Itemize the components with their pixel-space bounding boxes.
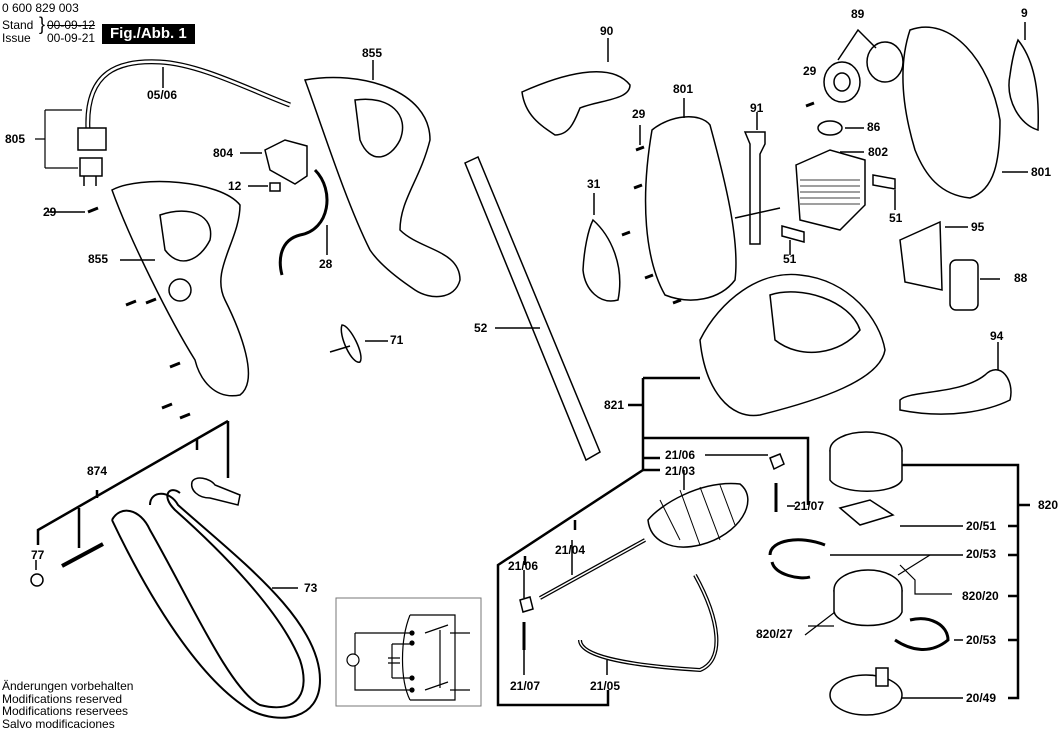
part-label-820: 820 bbox=[1038, 498, 1059, 512]
footer-notes: Änderungen vorbehalten Modifications res… bbox=[2, 680, 133, 730]
part-label-28: 28 bbox=[319, 257, 333, 271]
part-label-21-03: 21/03 bbox=[665, 464, 696, 478]
part-label-21-05: 21/05 bbox=[590, 679, 621, 693]
part-label-86: 86 bbox=[867, 120, 881, 134]
part-label-71: 71 bbox=[390, 333, 404, 347]
window-panel bbox=[582, 218, 621, 302]
part-label-29: 29 bbox=[803, 64, 817, 78]
pin bbox=[61, 542, 104, 568]
power-cable bbox=[85, 59, 291, 131]
part-label-821: 821 bbox=[604, 398, 625, 412]
auxiliary-handle bbox=[111, 489, 305, 709]
spool-spring bbox=[838, 499, 895, 526]
issue-label: Issue bbox=[2, 31, 31, 45]
housing-half-left bbox=[644, 116, 737, 301]
part-label-21-07: 21/07 bbox=[794, 499, 825, 513]
brace-icon: } bbox=[39, 14, 46, 34]
part-label-73: 73 bbox=[304, 581, 318, 595]
part-label-820-20: 820/20 bbox=[962, 589, 999, 603]
part-label-21-06: 21/06 bbox=[665, 448, 696, 462]
part-label-801: 801 bbox=[673, 82, 694, 96]
lever bbox=[734, 131, 781, 245]
part-label-874: 874 bbox=[87, 464, 108, 478]
figure-label: Fig./Abb. 1 bbox=[102, 24, 195, 44]
part-label-820-27: 820/27 bbox=[756, 627, 793, 641]
shaft-tube bbox=[464, 155, 601, 462]
motor-symbol bbox=[346, 653, 360, 667]
bellows bbox=[647, 482, 749, 548]
cover bbox=[521, 71, 631, 136]
spool-clip bbox=[768, 538, 826, 580]
part-label-05-06: 05/06 bbox=[147, 88, 178, 102]
handle-bow bbox=[899, 369, 1012, 415]
part-label-9: 9 bbox=[1021, 6, 1028, 20]
part-label-21-04: 21/04 bbox=[555, 543, 586, 557]
part-label-51: 51 bbox=[783, 252, 797, 266]
window-panel-right bbox=[1008, 38, 1039, 131]
part-label-855: 855 bbox=[362, 46, 383, 60]
guard-bracket bbox=[899, 220, 943, 291]
filter bbox=[949, 259, 979, 311]
clamp bbox=[769, 453, 785, 471]
part-label-91: 91 bbox=[750, 101, 764, 115]
bearing-cap bbox=[866, 41, 904, 83]
part-label-90: 90 bbox=[600, 24, 614, 38]
part-label-52: 52 bbox=[474, 321, 488, 335]
part-label-94: 94 bbox=[990, 329, 1004, 343]
part-label-20-53: 20/53 bbox=[966, 547, 997, 561]
part-label-31: 31 bbox=[587, 177, 601, 191]
footer-line: Änderungen vorbehalten bbox=[2, 679, 134, 693]
lock-lever bbox=[190, 477, 241, 506]
capacitor bbox=[269, 182, 281, 192]
carbon-brush bbox=[781, 174, 896, 243]
part-label-77: 77 bbox=[31, 548, 45, 562]
part-label-29: 29 bbox=[632, 107, 646, 121]
clamp-small bbox=[519, 596, 534, 613]
part-label-20-49: 20/49 bbox=[966, 691, 997, 705]
stand-date: 00-09-12 bbox=[47, 18, 96, 32]
part-label-801: 801 bbox=[1031, 165, 1052, 179]
ring bbox=[817, 120, 843, 136]
motor bbox=[795, 149, 866, 231]
part-label-20-53: 20/53 bbox=[966, 633, 997, 647]
plug bbox=[79, 157, 103, 186]
footer-line: Modifications reserved bbox=[2, 691, 123, 706]
footer-line: Salvo modificaciones bbox=[2, 716, 115, 731]
part-label-20-51: 20/51 bbox=[966, 519, 997, 533]
part-label-88: 88 bbox=[1014, 271, 1028, 285]
part-number: 0 600 829 003 bbox=[2, 1, 79, 15]
internal-cable bbox=[278, 168, 329, 276]
part-label-29: 29 bbox=[43, 205, 57, 219]
wiring-schematic bbox=[346, 614, 470, 701]
wiring-schematic-frame bbox=[335, 597, 482, 707]
screws bbox=[87, 101, 815, 420]
issue-date: 00-09-21 bbox=[47, 31, 96, 45]
handle-half-right bbox=[303, 76, 461, 298]
stand-label: Stand bbox=[2, 18, 34, 32]
housing-half-right bbox=[902, 26, 1001, 199]
plug-connector bbox=[77, 127, 107, 151]
part-label-21-07: 21/07 bbox=[510, 679, 541, 693]
footer-line: Modifications reservees bbox=[2, 704, 129, 718]
part-label-804: 804 bbox=[213, 146, 234, 160]
bearing bbox=[823, 61, 861, 103]
part-label-95: 95 bbox=[971, 220, 985, 234]
spool-cap bbox=[829, 674, 903, 716]
part-label-51: 51 bbox=[889, 211, 903, 225]
part-label-12: 12 bbox=[228, 179, 242, 193]
part-label-21-06: 21/06 bbox=[508, 559, 539, 573]
part-label-89: 89 bbox=[851, 7, 865, 21]
part-label-802: 802 bbox=[868, 145, 889, 159]
key bbox=[329, 324, 362, 363]
switch bbox=[264, 139, 308, 185]
part-label-805: 805 bbox=[5, 132, 26, 146]
o-ring bbox=[30, 573, 44, 587]
spool-clip-2 bbox=[894, 617, 950, 651]
part-label-855: 855 bbox=[88, 252, 109, 266]
